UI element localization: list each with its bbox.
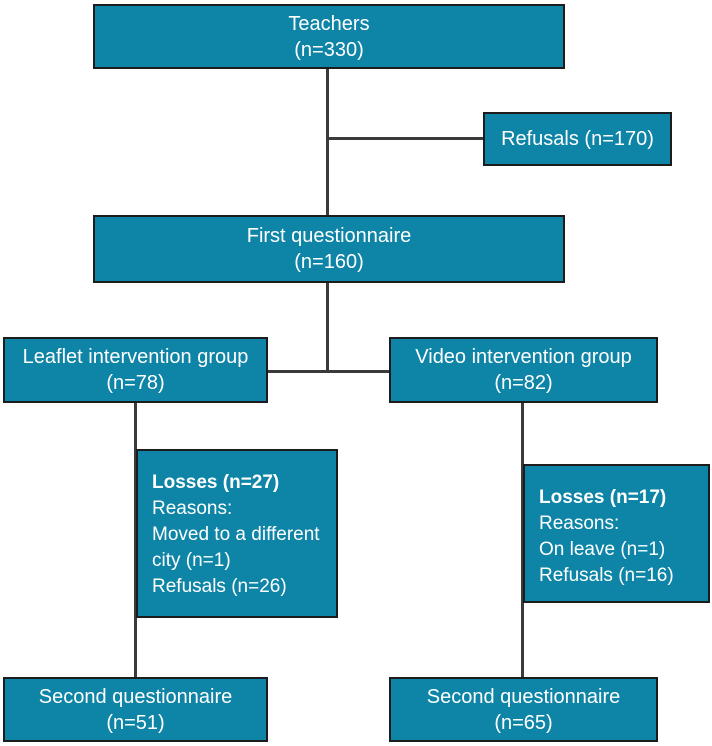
node-video-group-count: (n=82) <box>494 372 553 394</box>
node-second-questionnaire-video-label: Second questionnaire <box>426 685 621 708</box>
connector-video-to-second-questionnaire <box>521 403 524 677</box>
node-losses-video: Losses (n=17) Reasons: On leave (n=1) Re… <box>523 464 710 603</box>
connector-to-refusals <box>327 137 483 140</box>
connector-leaflet-to-second-questionnaire <box>134 403 137 677</box>
node-losses-video-subtitle: Reasons: <box>539 513 620 534</box>
node-leaflet-group-count: (n=78) <box>106 372 165 394</box>
node-losses-video-reason-1: On leave (n=1) <box>539 539 666 560</box>
node-losses-leaflet-title: Losses (n=27) <box>152 472 280 493</box>
node-leaflet-intervention-group: Leaflet intervention group (n=78) <box>3 337 268 403</box>
connector-first-questionnaire-to-split <box>326 283 329 373</box>
node-losses-video-reason-2: Refusals (n=16) <box>539 565 674 586</box>
node-second-questionnaire-leaflet-label: Second questionnaire <box>38 685 233 708</box>
node-teachers: Teachers (n=330) <box>93 4 565 69</box>
node-first-questionnaire-label: First questionnaire <box>246 225 412 247</box>
node-leaflet-group-label: Leaflet intervention group <box>22 346 249 368</box>
node-losses-leaflet: Losses (n=27) Reasons: Moved to a differ… <box>136 449 338 618</box>
connector-teachers-to-first-questionnaire <box>326 69 329 215</box>
node-first-questionnaire: First questionnaire (n=160) <box>93 215 565 283</box>
node-losses-leaflet-reason-2: Refusals (n=26) <box>152 576 287 597</box>
node-video-intervention-group: Video intervention group (n=82) <box>389 337 658 403</box>
node-refusals-label: Refusals (n=170) <box>501 128 654 150</box>
node-losses-leaflet-subtitle: Reasons: <box>152 498 233 519</box>
node-first-questionnaire-count: (n=160) <box>294 251 364 273</box>
node-second-questionnaire-leaflet: Second questionnaire (n=51) <box>3 677 268 742</box>
node-losses-video-title: Losses (n=17) <box>539 487 667 508</box>
node-second-questionnaire-leaflet-count: (n=51) <box>106 711 165 734</box>
node-video-group-label: Video intervention group <box>415 346 632 368</box>
node-refusals: Refusals (n=170) <box>483 112 672 166</box>
connector-split-between-groups <box>268 370 389 373</box>
node-second-questionnaire-video: Second questionnaire (n=65) <box>389 677 658 742</box>
node-teachers-label: Teachers <box>288 12 370 35</box>
node-second-questionnaire-video-count: (n=65) <box>494 711 553 734</box>
node-losses-leaflet-reason-1: Moved to a different city (n=1) <box>152 524 320 571</box>
node-teachers-count: (n=330) <box>294 38 364 61</box>
